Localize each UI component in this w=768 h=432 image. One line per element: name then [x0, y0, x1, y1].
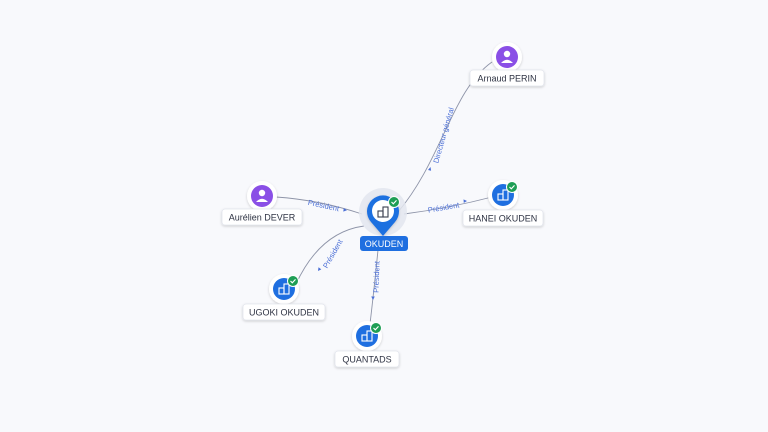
node-hanei-okuden[interactable]: HANEI OKUDEN — [462, 180, 544, 227]
edge-arrow — [371, 296, 375, 300]
edge-label-president: Président — [427, 200, 461, 215]
node-label: UGOKI OKUDEN — [249, 308, 319, 318]
building-icon — [497, 189, 509, 201]
edge-arrow — [343, 208, 347, 212]
node-label: QUANTADS — [342, 355, 391, 365]
edge-label-president: Président — [307, 198, 341, 214]
edge-label-president: Président — [321, 237, 345, 270]
node-arnaud-perin[interactable]: Arnaud PERIN — [469, 42, 545, 87]
person-icon — [256, 189, 268, 202]
edge-okuden-quantads: Président — [369, 249, 382, 325]
check-badge-icon — [388, 196, 400, 208]
node-label: HANEI OKUDEN — [469, 214, 538, 224]
edge-okuden-ugoki: Président — [295, 225, 365, 285]
edge-arrow — [428, 167, 432, 171]
edge-arrow — [318, 267, 322, 271]
building-icon — [377, 206, 389, 218]
edge-label-president: Président — [371, 260, 381, 293]
center-node-label: OKUDEN — [365, 239, 404, 249]
building-icon — [278, 283, 290, 295]
person-icon — [501, 50, 513, 63]
check-badge-icon — [370, 322, 382, 334]
node-aurelien-dever[interactable]: Aurélien DEVER — [221, 181, 303, 226]
check-badge-icon — [506, 181, 518, 193]
node-quantads[interactable]: QUANTADS — [334, 321, 400, 368]
node-label: Arnaud PERIN — [477, 74, 536, 84]
node-okuden-center[interactable]: OKUDEN — [359, 188, 408, 251]
building-icon — [361, 330, 373, 342]
edge-arrow — [463, 199, 467, 203]
edge-label-directeur-general: Directeur général — [431, 106, 456, 164]
check-badge-icon — [287, 275, 299, 287]
node-ugoki-okuden[interactable]: UGOKI OKUDEN — [242, 274, 326, 321]
node-label: Aurélien DEVER — [229, 213, 296, 223]
